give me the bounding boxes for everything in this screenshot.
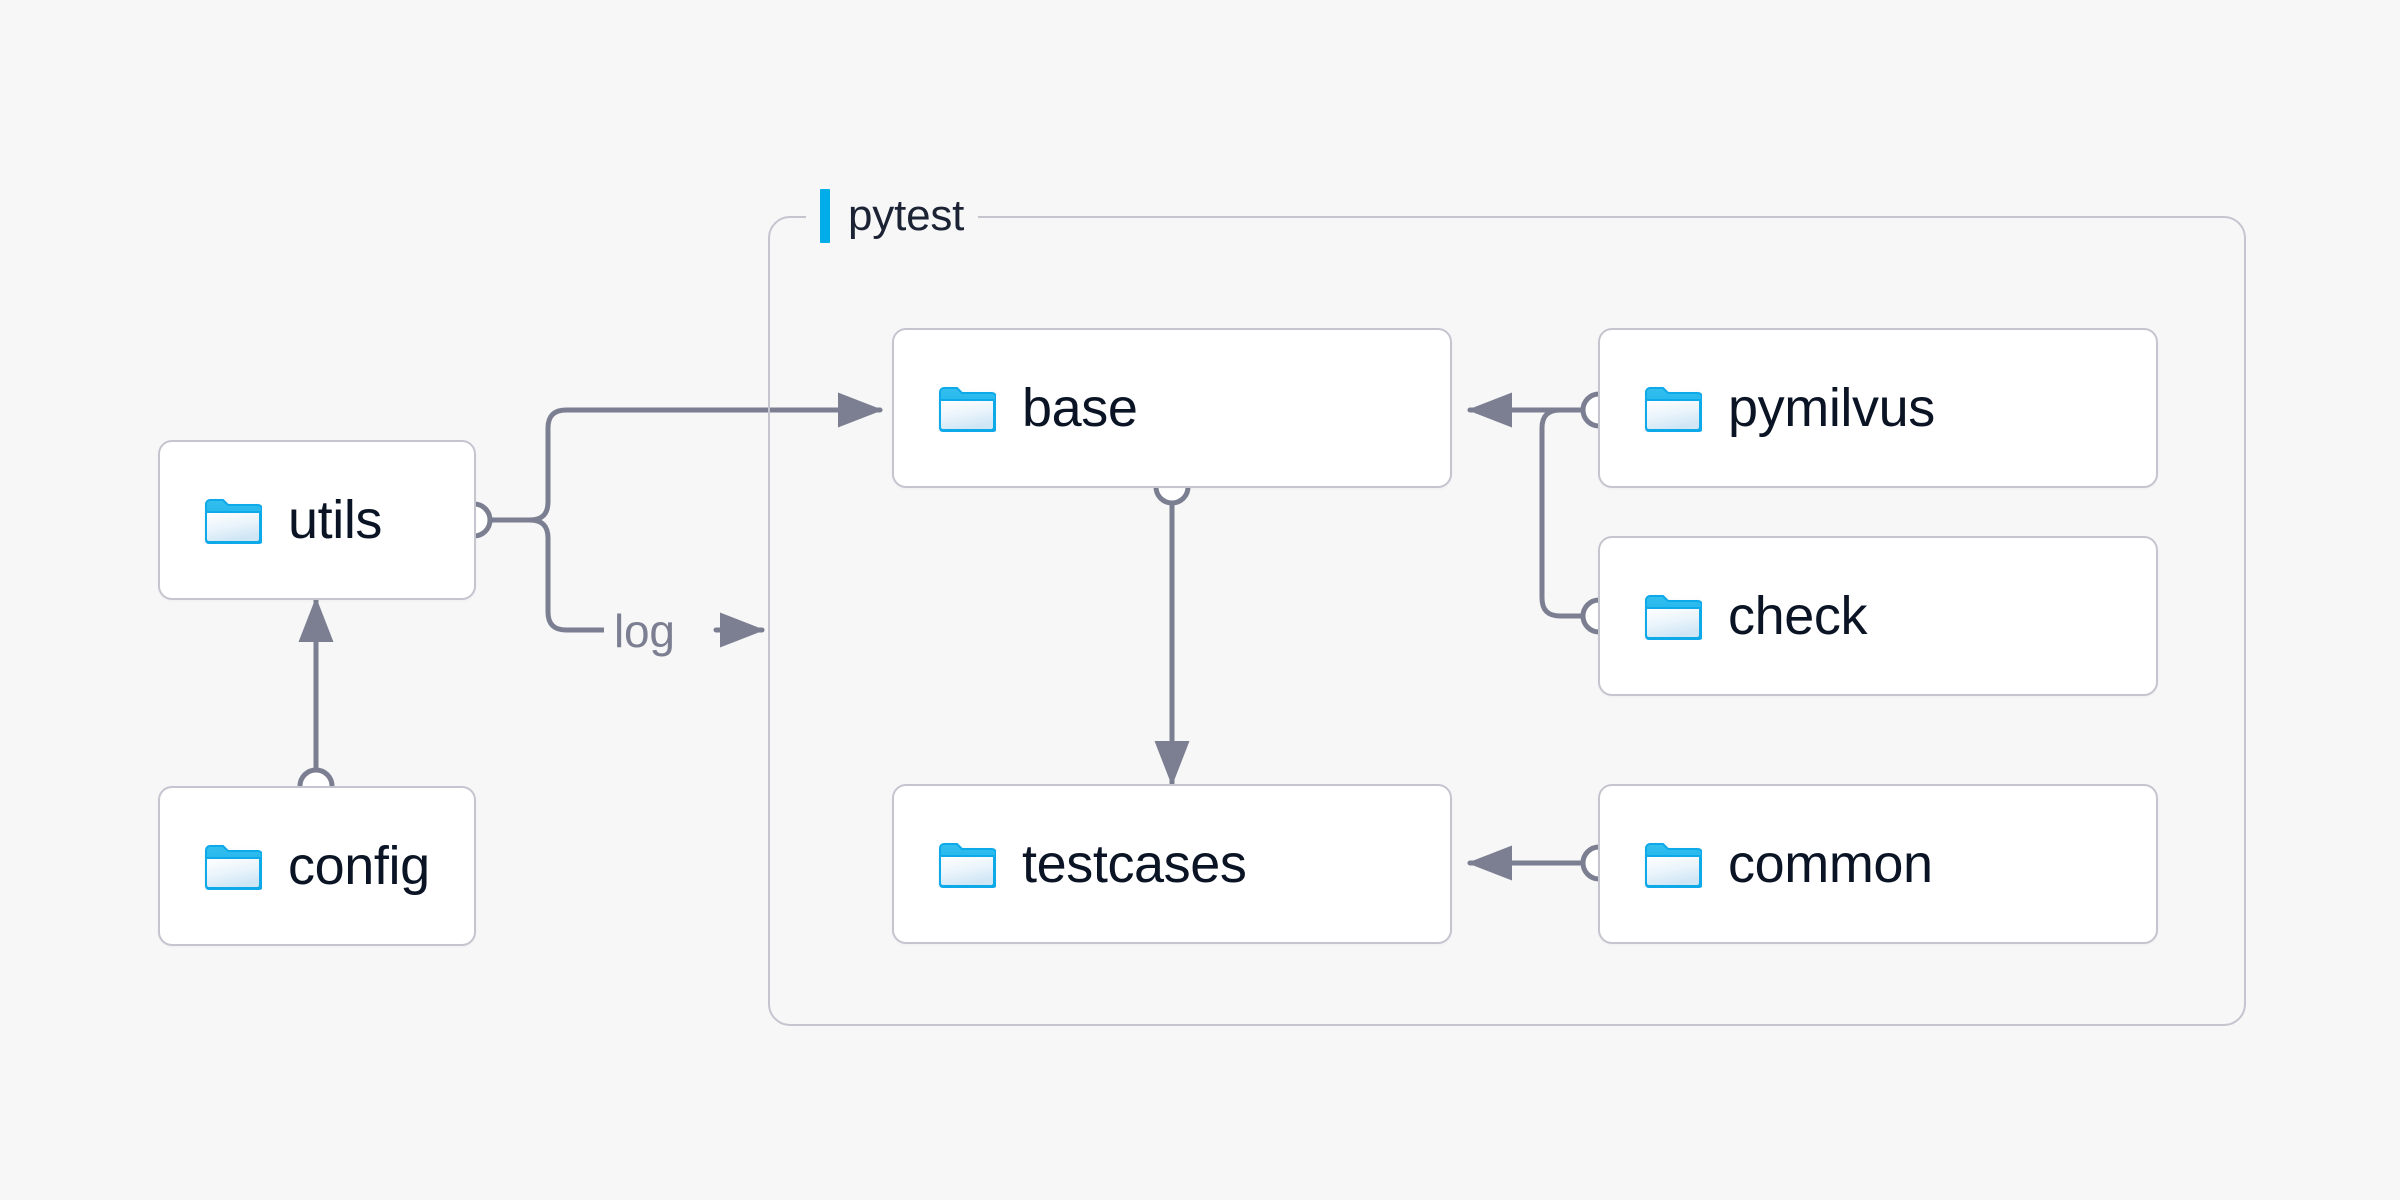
node-pymilvus-label: pymilvus [1728,378,1935,438]
node-base[interactable]: base [892,328,1452,488]
node-pymilvus[interactable]: pymilvus [1598,328,2158,488]
accent-bar-icon [820,189,830,243]
folder-icon [1645,387,1702,432]
node-utils-label: utils [288,490,383,550]
folder-icon [1645,843,1702,888]
folder-icon [939,843,996,888]
edge-utils-log-stub [527,517,617,633]
group-pytest-label: pytest [848,191,965,240]
node-utils[interactable]: utils [158,440,476,600]
folder-icon [205,499,262,544]
folder-icon [205,845,262,890]
folder-icon [939,387,996,432]
node-check[interactable]: check [1598,536,2158,696]
folder-icon [1645,595,1702,640]
group-pytest[interactable] [768,216,2246,1026]
node-testcases-label: testcases [1022,834,1247,894]
node-testcases[interactable]: testcases [892,784,1452,944]
group-pytest-label-wrap: pytest [806,185,979,247]
edge-label-log: log [604,604,685,658]
node-common-label: common [1728,834,1933,894]
node-common[interactable]: common [1598,784,2158,944]
node-base-label: base [1022,378,1138,438]
node-config-label: config [288,836,430,896]
node-check-label: check [1728,586,1868,646]
node-config[interactable]: config [158,786,476,946]
